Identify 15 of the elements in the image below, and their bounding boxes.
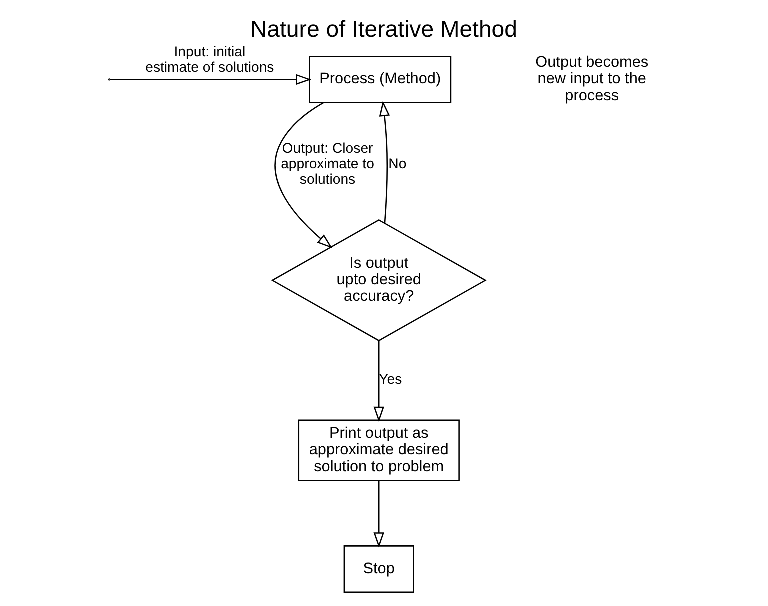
arrow [374, 340, 384, 422]
arrow [374, 481, 384, 548]
arrow [110, 74, 312, 86]
edge-label: Input: initial estimate of solutions [146, 43, 274, 75]
arrow [379, 101, 390, 224]
edge-label: Yes [379, 371, 402, 388]
diagram-title: Nature of Iterative Method [250, 16, 518, 42]
label: Output becomes new input to the process [536, 54, 649, 104]
node-box: Stop [344, 546, 414, 594]
node-box: Process (Method) [309, 56, 452, 104]
edge-label: No [388, 156, 407, 172]
node-box: Print output as approximate desired solution to problem [298, 420, 460, 482]
edge-label: Output: Closer approximate to solutions [281, 140, 374, 188]
arrow [274, 102, 333, 249]
node-diamond: Is output upto desired accuracy? [271, 219, 487, 342]
